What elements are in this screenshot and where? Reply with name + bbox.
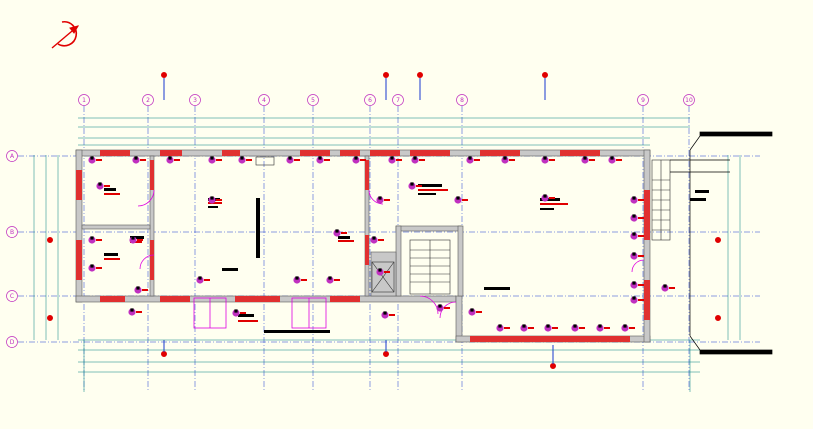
fixture-icon <box>408 182 422 190</box>
fixture-icon <box>88 236 102 244</box>
grid-row-B: B <box>6 226 760 238</box>
grid-bubble <box>392 94 404 106</box>
fixture-icon <box>436 304 450 312</box>
grid-column-label: 9 <box>641 97 645 104</box>
fixture-icon <box>370 236 384 244</box>
grid-column-label: 2 <box>146 97 150 104</box>
grid-bubble <box>683 94 695 106</box>
fixture-icon <box>286 156 300 164</box>
grid-bubble <box>6 226 18 238</box>
fixture-icon <box>544 324 558 332</box>
fixture-icon <box>630 296 644 304</box>
fixture-icon <box>541 194 555 202</box>
grid-column-label: 10 <box>685 97 693 104</box>
fixture-icon <box>541 156 555 164</box>
wall-hatch-accents <box>76 150 650 342</box>
fixture-icon <box>238 156 252 164</box>
grid-bubble <box>6 336 18 348</box>
section-marker-icon <box>383 72 389 100</box>
north-arrow-icon <box>51 20 80 49</box>
section-marker-icon <box>715 315 721 321</box>
fixture-icon <box>376 268 390 276</box>
fixture-icon <box>376 196 390 204</box>
fixture-icon <box>388 156 402 164</box>
grid-column-label: 4 <box>262 97 266 104</box>
fixture-icon <box>608 156 622 164</box>
grid-column-label: 8 <box>460 97 464 104</box>
fixture-icon <box>381 311 395 319</box>
fixture-icon <box>596 324 610 332</box>
grid-bubble <box>456 94 468 106</box>
fixture-icon <box>630 196 644 204</box>
fixture-icon <box>520 324 534 332</box>
fixture-icon <box>208 156 222 164</box>
fixture-icon <box>293 276 307 284</box>
grid-column-label: 5 <box>311 97 315 104</box>
fixture-icon <box>208 196 222 204</box>
fixture-icon <box>196 276 210 284</box>
fixture-icon <box>333 229 347 237</box>
section-marker-icon <box>47 315 53 321</box>
grid-bubble <box>364 94 376 106</box>
dimension-lines <box>33 117 741 392</box>
grid-bubble <box>6 150 18 162</box>
fixture-icon <box>352 156 366 164</box>
fixture-icon <box>630 252 644 260</box>
fixture-icon <box>96 182 110 190</box>
grid-bubble <box>6 290 18 302</box>
fixture-icon <box>468 308 482 316</box>
fixture-icon <box>166 156 180 164</box>
grid-bubble <box>258 94 270 106</box>
fixture-icon <box>621 324 635 332</box>
grid-row-label: C <box>10 293 14 300</box>
fixture-icon <box>630 281 644 289</box>
grid-row-label: B <box>10 229 14 236</box>
doors <box>137 189 645 329</box>
section-marker-icon <box>550 345 556 369</box>
grid-column-10: 10 <box>683 94 695 392</box>
fixture-icon <box>571 324 585 332</box>
section-marker-icon <box>47 237 53 243</box>
grid-column-label: 6 <box>368 97 372 104</box>
fixture-icon <box>232 309 246 317</box>
fixture-icon <box>129 236 143 244</box>
electrical-fixtures <box>88 156 675 332</box>
fixture-icon <box>316 156 330 164</box>
fixture-icon <box>88 156 102 164</box>
fixture-icon <box>454 196 468 204</box>
entrance-ramps <box>670 131 773 355</box>
stairwell <box>255 156 671 295</box>
fixture-icon <box>581 156 595 164</box>
grid-column-label: 3 <box>193 97 197 104</box>
section-marker-icon <box>161 72 167 100</box>
grid-bubble <box>189 94 201 106</box>
fixture-icon <box>132 156 146 164</box>
grid-bubble <box>142 94 154 106</box>
grid-bubble <box>307 94 319 106</box>
section-marker-icon <box>161 340 167 357</box>
grid-bubble <box>78 94 90 106</box>
fixture-icon <box>496 324 510 332</box>
section-marker-icon <box>417 72 423 100</box>
fixture-icon <box>134 286 148 294</box>
section-marker-icon <box>715 237 721 243</box>
grid-column-label: 1 <box>82 97 86 104</box>
section-marker-icon <box>542 72 548 100</box>
fixture-icon <box>128 308 142 316</box>
fixture-icon <box>88 264 102 272</box>
grid-row-label: D <box>10 339 15 346</box>
room-labels <box>104 184 709 333</box>
grid-column-label: 7 <box>396 97 400 104</box>
fixture-icon <box>501 156 515 164</box>
fixture-icon <box>630 232 644 240</box>
grid-row-label: A <box>10 153 15 160</box>
fixture-icon <box>411 156 425 164</box>
fixture-icon <box>466 156 480 164</box>
fixture-icon <box>630 214 644 222</box>
grid-bubble <box>637 94 649 106</box>
fixture-icon <box>661 284 675 292</box>
fixture-icon <box>326 276 340 284</box>
